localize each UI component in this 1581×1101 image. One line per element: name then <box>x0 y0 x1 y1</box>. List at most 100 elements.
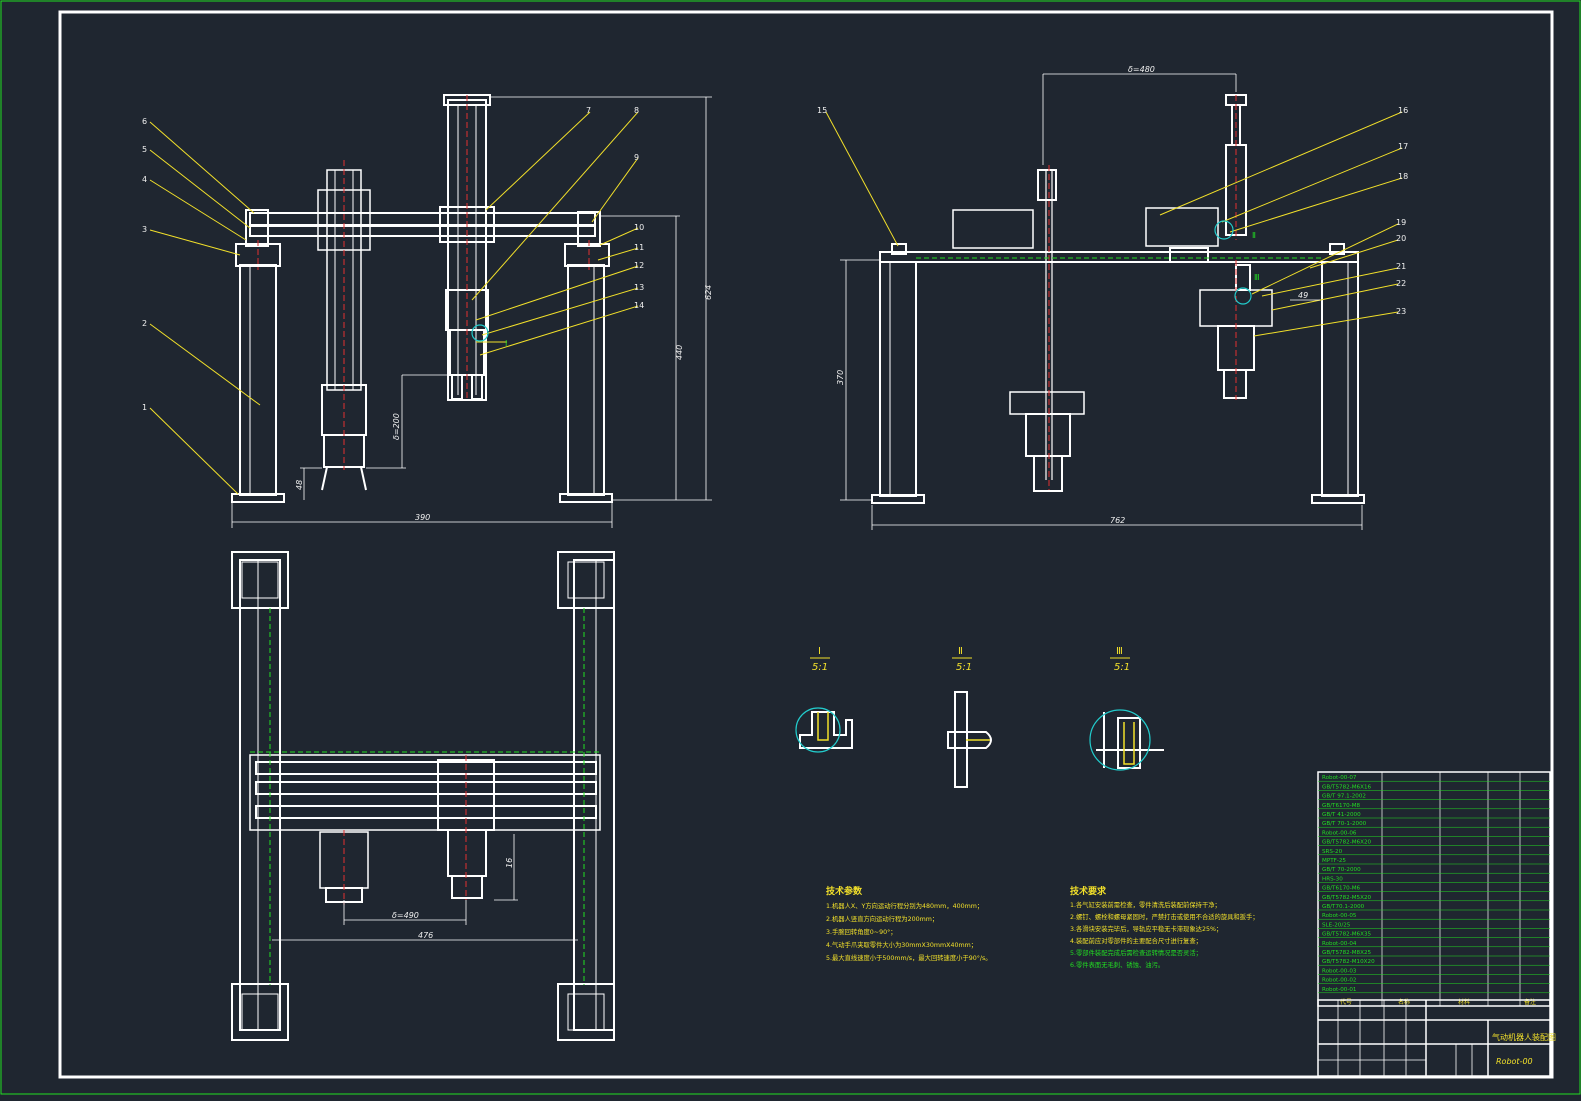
bom-code: GB/T5782-M6X20 <box>1322 840 1372 846</box>
side-leaders <box>825 111 1403 337</box>
part-label: 12 <box>634 261 644 270</box>
part-label: 19 <box>1396 218 1406 227</box>
part-label: 10 <box>634 223 644 232</box>
part-label: 1 <box>142 403 147 412</box>
dim-height: 624 <box>704 285 713 300</box>
bom-code: GB/T5782-M6X16 <box>1322 784 1372 790</box>
part-label: 16 <box>1398 106 1408 115</box>
bom-code: Robot-00-06 <box>1322 830 1357 836</box>
bom-header: 代号 <box>1340 998 1352 1006</box>
front-view <box>231 94 613 503</box>
bom-code: GB/T 70-1-2000 <box>1322 821 1367 827</box>
title-block <box>1317 999 1551 1077</box>
part-label: 7 <box>586 106 591 115</box>
dim-stroke-top: δ=480 <box>1128 65 1155 74</box>
side-centerlines <box>1048 95 1237 490</box>
dim-height-inner: 440 <box>675 345 684 360</box>
detail-label: Ⅲ <box>1116 646 1123 657</box>
bom-header: 备注 <box>1524 998 1536 1006</box>
front-part-labels: 6 5 4 3 2 1 7 8 9 10 11 12 13 14 Ⅰ 390 6… <box>142 106 713 522</box>
part-label: 9 <box>634 153 639 162</box>
bom-code: SLE-20/25 <box>1322 922 1351 928</box>
front-centerlines <box>257 95 590 470</box>
bom-code: Robot-00-05 <box>1322 913 1357 919</box>
bom-code: Robot-00-03 <box>1322 968 1357 974</box>
detail-circle-I <box>471 324 489 342</box>
dim-offset: 16 <box>505 858 514 868</box>
detail-label: Ⅱ <box>958 646 963 657</box>
detail-circle-II <box>1214 220 1234 240</box>
detail-view-2: Ⅱ 5:1 <box>947 646 992 788</box>
bom-code: GB/T6170-M6 <box>1322 886 1361 892</box>
tech-params-title: 技术参数 <box>826 885 863 897</box>
detail-scale: 5:1 <box>812 662 828 673</box>
bom-code: GB/T 41-2000 <box>1322 812 1361 818</box>
detail-callout: Ⅱ <box>1252 231 1256 240</box>
bom-code: GB/T 97.1-2002 <box>1322 794 1366 800</box>
bom-code: HRS-30 <box>1322 876 1343 882</box>
part-label: 23 <box>1396 307 1406 316</box>
part-label: 15 <box>817 106 827 115</box>
tech-params-line: 3.手腕回转角度0~90°； <box>826 927 897 936</box>
dim-inner: 476 <box>418 931 433 940</box>
part-label: 8 <box>634 106 639 115</box>
bom-code: Robot-00-02 <box>1322 978 1357 984</box>
dim-offset: 49 <box>1298 291 1308 300</box>
bom-code: GB/T6170-M8 <box>1322 803 1361 809</box>
tech-params-line: 4.气动手爪夹取零件大小为30mmX30mmX40mm； <box>826 940 977 949</box>
bom-code: Robot-00-01 <box>1322 987 1357 993</box>
bom-code: GB/T 70-2000 <box>1322 867 1361 873</box>
detail-callout: Ⅰ <box>505 339 507 348</box>
tech-reqs: 技术要求 1.各气缸安装前需检查，零件清洗后装配前保持干净； 2.螺钉、螺栓和螺… <box>1070 885 1259 969</box>
dim-jaw: 48 <box>295 480 304 490</box>
tech-reqs-line: 1.各气缸安装前需检查，零件清洗后装配前保持干净； <box>1070 900 1221 909</box>
tech-reqs-line: 3.各滑块安装完毕后，导轨应平稳无卡滞现象达25%； <box>1070 924 1222 933</box>
bom-code: Robot-00-07 <box>1322 775 1357 781</box>
bom-frame <box>1317 771 1551 1007</box>
dim-height: 370 <box>836 370 845 385</box>
part-label: 17 <box>1398 142 1408 151</box>
inner-border <box>58 10 1554 1079</box>
bom-code: Robot-00-04 <box>1322 941 1357 947</box>
tech-reqs-line: 4.装配前应对零部件的主要配合尺寸进行复查； <box>1070 936 1202 945</box>
part-label: 21 <box>1396 262 1406 271</box>
bom-code: GB/T70.1-2000 <box>1322 904 1365 910</box>
bom-header: 名称 <box>1398 998 1410 1006</box>
bom-code: GB/T5782-M6X35 <box>1322 932 1372 938</box>
tech-reqs-line: 6.零件表面无毛刺、锈蚀、油污。 <box>1070 960 1164 969</box>
part-label: 20 <box>1396 234 1406 243</box>
side-part-labels: 15 16 17 18 19 20 21 22 23 Ⅱ Ⅲ δ=480 370… <box>817 65 1408 525</box>
part-label: 4 <box>142 175 147 184</box>
front-dims <box>231 96 712 528</box>
tech-reqs-line: 2.螺钉、螺栓和螺母紧固时，严禁打击或使用不合适的旋具和扳手； <box>1070 912 1259 921</box>
part-label: 11 <box>634 243 644 252</box>
detail-view-1: Ⅰ 5:1 <box>795 646 853 753</box>
bom-code: GB/T5782-M5X20 <box>1322 895 1372 901</box>
part-label: 2 <box>142 319 147 328</box>
drawing-number: Robot-00 <box>1496 1057 1533 1066</box>
dim-width: 390 <box>415 513 430 522</box>
top-view <box>231 551 615 1041</box>
tech-params-line: 1.机器人X、Y方向运动行程分别为480mm，400mm； <box>826 901 983 910</box>
bom-code: GB/T5782-M8X25 <box>1322 950 1372 956</box>
tech-params: 技术参数 1.机器人X、Y方向运动行程分别为480mm，400mm； 2.机器人… <box>826 885 992 962</box>
side-view <box>871 94 1365 504</box>
tech-params-line: 5.最大直线速度小于500mm/s，最大回转速度小于90°/s。 <box>826 953 992 962</box>
part-label: 22 <box>1396 279 1406 288</box>
dim-width: 762 <box>1110 516 1125 525</box>
bom-code: SRS-20 <box>1322 849 1343 855</box>
detail-label: Ⅰ <box>818 646 821 657</box>
drawing-title: 气动机器人装配图 <box>1492 1032 1556 1042</box>
detail-scale: 5:1 <box>956 662 972 673</box>
side-dims <box>840 73 1363 530</box>
dim-stroke: δ=200 <box>392 413 401 440</box>
tech-reqs-title: 技术要求 <box>1070 885 1107 897</box>
bom-code: GB/T5782-M10X20 <box>1322 959 1375 965</box>
front-leaders <box>149 111 639 495</box>
part-label: 5 <box>142 145 147 154</box>
top-labels: δ=490 476 16 <box>392 858 514 940</box>
part-label: 14 <box>634 301 644 310</box>
bom-header: 材料 <box>1458 998 1470 1006</box>
detail-callout: Ⅲ <box>1254 273 1260 282</box>
